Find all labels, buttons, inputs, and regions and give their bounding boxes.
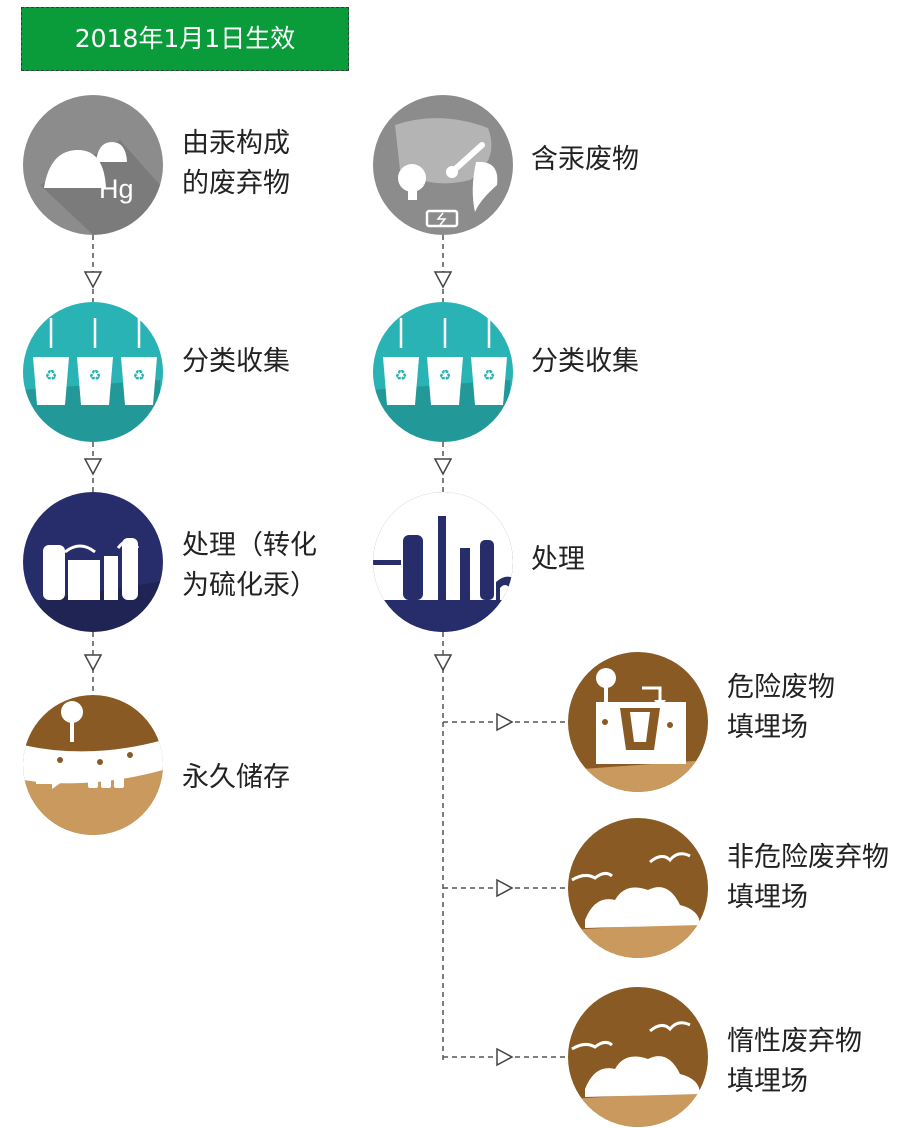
landfill-icon (568, 987, 708, 1127)
right-source-label: 含汞废物 (531, 144, 639, 175)
output-hazardous-label: 危险废物 填埋场 (727, 672, 835, 743)
recycle-bins-icon: ♻ ♻ ♻ (373, 302, 513, 442)
svg-text:♻: ♻ (133, 368, 146, 384)
hazardous-landfill-icon (568, 652, 708, 792)
left-store-label: 永久储存 (182, 762, 290, 793)
refinery-icon (373, 492, 513, 632)
output-nonhazardous-label: 非危险废弃物 填埋场 (727, 842, 889, 913)
effective-date-badge: 2018年1月1日生效 (21, 7, 349, 71)
right-treat-label: 处理 (531, 544, 585, 575)
landfill-icon (568, 818, 708, 958)
left-collect-label: 分类收集 (182, 346, 290, 377)
left-source-label: 由汞构成 的废弃物 (182, 128, 290, 199)
svg-text:♻: ♻ (395, 368, 408, 384)
mercury-products-icon (373, 95, 513, 235)
svg-text:♻: ♻ (439, 368, 452, 384)
output-inert-label: 惰性废弃物 填埋场 (727, 1026, 862, 1097)
hg-symbol: Hg (99, 174, 134, 204)
svg-text:♻: ♻ (483, 368, 496, 384)
left-treat-label: 处理（转化 为硫化汞） (182, 530, 317, 601)
svg-text:♻: ♻ (89, 368, 102, 384)
arrowheads (83, 271, 514, 1067)
underground-storage-icon (23, 695, 163, 835)
svg-text:♻: ♻ (45, 368, 58, 384)
mercury-element-icon: Hg (23, 95, 163, 235)
recycle-bins-icon: ♻ ♻ ♻ (23, 302, 163, 442)
right-collect-label: 分类收集 (531, 346, 639, 377)
factory-icon (23, 492, 163, 632)
